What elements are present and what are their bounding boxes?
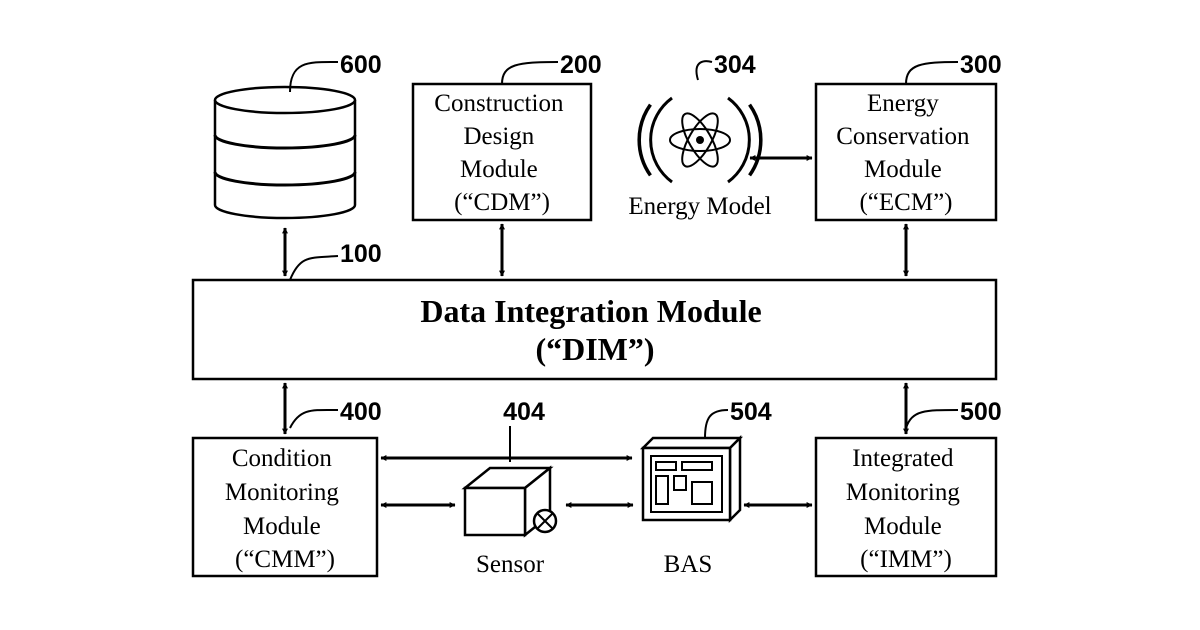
bas-panel-icon	[643, 438, 740, 520]
ref-404: 404	[503, 398, 545, 426]
sensor-icon	[465, 468, 556, 535]
ref-504: 504	[730, 398, 772, 426]
ref-200: 200	[560, 51, 602, 79]
bas-label: BAS	[664, 551, 713, 578]
leader-200	[502, 62, 558, 84]
ref-600: 600	[340, 51, 382, 79]
ref-304: 304	[714, 51, 756, 79]
leader-400	[290, 410, 338, 428]
ref-300: 300	[960, 51, 1002, 79]
ref-400: 400	[340, 398, 382, 426]
leader-504	[705, 410, 728, 438]
ref-100: 100	[340, 240, 382, 268]
sensor-label: Sensor	[476, 551, 545, 578]
database-icon	[215, 87, 355, 218]
energy-model-label: Energy Model	[628, 193, 771, 220]
leader-300	[906, 62, 958, 84]
energy-model-icon	[639, 98, 761, 182]
leader-304	[696, 61, 712, 80]
ref-500: 500	[960, 398, 1002, 426]
leader-500	[906, 410, 958, 428]
leader-100	[290, 256, 338, 280]
